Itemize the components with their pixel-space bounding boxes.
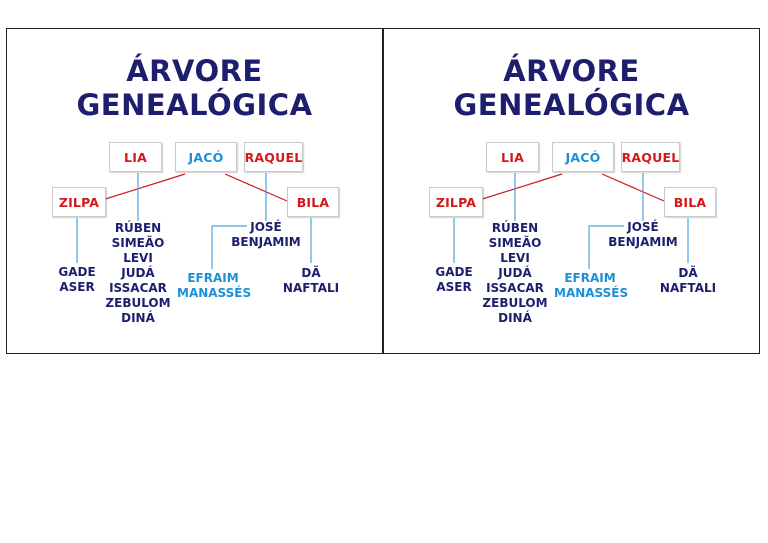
tree-connectors bbox=[453, 173, 689, 269]
child-name: ASER bbox=[59, 280, 95, 294]
child-name: JUDÁ bbox=[498, 266, 532, 280]
child-name: DINÁ bbox=[498, 311, 532, 325]
box-jaco: JACÓ bbox=[552, 142, 614, 172]
children-zilpa: GADE ASER bbox=[55, 265, 99, 295]
child-name: ISSACAR bbox=[486, 281, 544, 295]
box-zilpa: ZILPA bbox=[52, 187, 106, 217]
child-name: SIMEÃO bbox=[488, 236, 542, 250]
child-name: DÃ bbox=[678, 266, 698, 280]
child-name: JOSÉ bbox=[627, 220, 659, 234]
child-name: JUDÁ bbox=[121, 266, 155, 280]
grandchild-name: MANASSÉS bbox=[177, 286, 252, 300]
box-raquel: RAQUEL bbox=[621, 142, 680, 172]
child-name: BENJAMIM bbox=[608, 235, 678, 249]
box-bila: BILA bbox=[287, 187, 339, 217]
tree-connectors bbox=[76, 173, 312, 269]
child-name: NAFTALI bbox=[282, 281, 340, 295]
children-jose: EFRAIM MANASSÉS bbox=[554, 271, 629, 301]
connector-jose-children bbox=[588, 225, 624, 269]
child-name: JOSÉ bbox=[250, 220, 282, 234]
connector-zilpa-jaco bbox=[475, 173, 563, 202]
connector-jaco-bila bbox=[224, 173, 288, 202]
connector-zilpa-jaco bbox=[98, 173, 186, 202]
children-lia: RÚBEN SIMEÃO LEVI JUDÁ ISSACAR ZEBULOM D… bbox=[482, 221, 548, 326]
title-line-1: ÁRVORE bbox=[503, 54, 640, 88]
grandchild-name: EFRAIM bbox=[564, 271, 616, 285]
child-name: LEVI bbox=[500, 251, 530, 265]
genealogy-card-left: ÁRVORE GENEALÓGICA LIA JACÓ RAQUEL ZILPA… bbox=[6, 28, 383, 354]
children-jose: EFRAIM MANASSÉS bbox=[177, 271, 252, 301]
child-name: ZEBULOM bbox=[105, 296, 171, 310]
children-lia: RÚBEN SIMEÃO LEVI JUDÁ ISSACAR ZEBULOM D… bbox=[105, 221, 171, 326]
child-name: ISSACAR bbox=[109, 281, 167, 295]
title-line-1: ÁRVORE bbox=[126, 54, 263, 88]
children-raquel: JOSÉ BENJAMIM bbox=[229, 220, 303, 250]
connector-jose-children bbox=[211, 225, 247, 269]
child-name: RÚBEN bbox=[491, 221, 539, 235]
box-zilpa: ZILPA bbox=[429, 187, 483, 217]
child-name: ASER bbox=[436, 280, 472, 294]
child-name: RÚBEN bbox=[114, 221, 162, 235]
children-bila: DÃ NAFTALI bbox=[658, 266, 718, 296]
box-bila: BILA bbox=[664, 187, 716, 217]
child-name: GADE bbox=[58, 265, 96, 279]
box-lia: LIA bbox=[109, 142, 162, 172]
child-name: ZEBULOM bbox=[482, 296, 548, 310]
title-line-2: GENEALÓGICA bbox=[453, 88, 690, 122]
title-line-2: GENEALÓGICA bbox=[76, 88, 313, 122]
child-name: DÃ bbox=[301, 266, 321, 280]
child-name: NAFTALI bbox=[659, 281, 717, 295]
children-zilpa: GADE ASER bbox=[432, 265, 476, 295]
box-jaco: JACÓ bbox=[175, 142, 237, 172]
child-name: LEVI bbox=[123, 251, 153, 265]
box-lia: LIA bbox=[486, 142, 539, 172]
connector-jaco-bila bbox=[601, 173, 665, 202]
child-name: BENJAMIM bbox=[231, 235, 301, 249]
children-raquel: JOSÉ BENJAMIM bbox=[606, 220, 680, 250]
child-name: DINÁ bbox=[121, 311, 155, 325]
children-bila: DÃ NAFTALI bbox=[281, 266, 341, 296]
genealogy-card-right: ÁRVORE GENEALÓGICA LIA JACÓ RAQUEL ZILPA… bbox=[383, 28, 760, 354]
grandchild-name: EFRAIM bbox=[187, 271, 239, 285]
box-raquel: RAQUEL bbox=[244, 142, 303, 172]
grandchild-name: MANASSÉS bbox=[554, 286, 629, 300]
child-name: SIMEÃO bbox=[111, 236, 165, 250]
child-name: GADE bbox=[435, 265, 473, 279]
